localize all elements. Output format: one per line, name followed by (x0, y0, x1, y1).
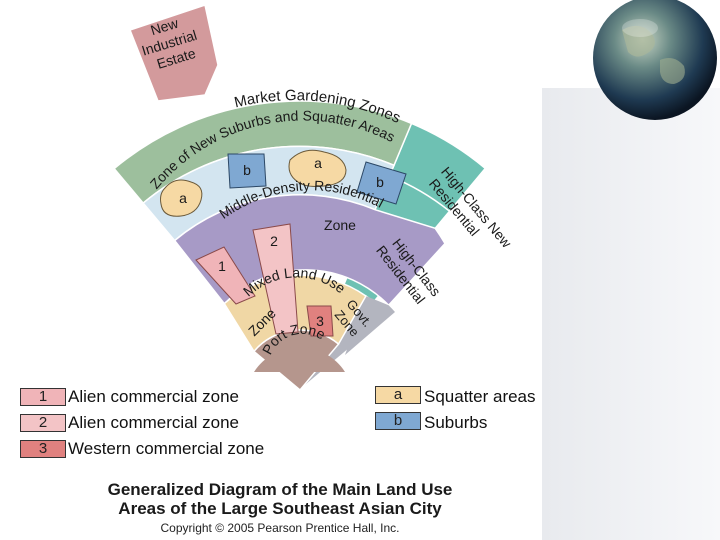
marker-1: 1 (218, 258, 226, 274)
marker-a-left: a (179, 190, 187, 206)
legend-label-a: Squatter areas (424, 387, 536, 407)
caption-line1: Generalized Diagram of the Main Land Use (60, 480, 500, 500)
copyright: Copyright © 2005 Pearson Prentice Hall, … (60, 521, 500, 535)
marker-a-right: a (314, 155, 322, 171)
marker-b-right: b (376, 174, 384, 190)
middle-density-label-line2: Zone (324, 217, 356, 233)
legend-swatch-a: a (375, 386, 421, 404)
legend-label-2: Alien commercial zone (68, 413, 239, 433)
globe-icon (593, 0, 717, 120)
legend-swatch-b: b (375, 412, 421, 430)
marker-b-left: b (243, 162, 251, 178)
background-panel (542, 88, 720, 540)
legend-label-1: Alien commercial zone (68, 387, 239, 407)
legend-label-b: Suburbs (424, 413, 487, 433)
marker-2: 2 (270, 233, 278, 249)
legend-swatch-3: 3 (20, 440, 66, 458)
legend-label-3: Western commercial zone (68, 439, 264, 459)
legend-swatch-1: 1 (20, 388, 66, 406)
marker-3: 3 (316, 313, 324, 329)
caption-line2: Areas of the Large Southeast Asian City (60, 499, 500, 519)
legend-swatch-2: 2 (20, 414, 66, 432)
